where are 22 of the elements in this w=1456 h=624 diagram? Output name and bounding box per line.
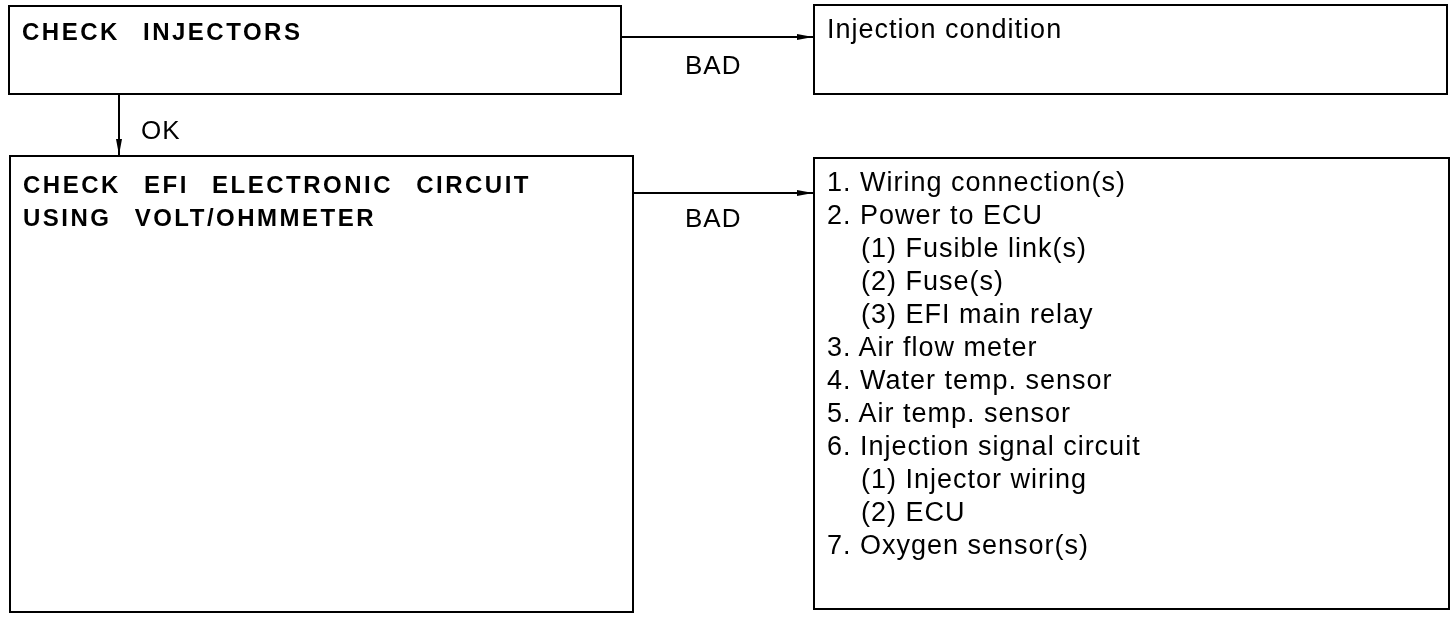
arrow bbox=[621, 34, 814, 40]
list-item: 7. Oxygen sensor(s) bbox=[827, 529, 1090, 562]
list-item: (3) EFI main relay bbox=[861, 298, 1094, 331]
process-box bbox=[9, 155, 634, 613]
list-item: 3. Air flow meter bbox=[827, 331, 1038, 364]
process-box bbox=[8, 5, 622, 95]
list-item: 5. Air temp. sensor bbox=[827, 397, 1072, 430]
process-box bbox=[813, 4, 1448, 95]
list-item: 6. Injection signal circuit bbox=[827, 430, 1141, 463]
process-box bbox=[813, 157, 1450, 610]
arrow bbox=[116, 94, 122, 156]
list-item: (1) Fusible link(s) bbox=[861, 232, 1088, 265]
list-item: (2) Fuse(s) bbox=[861, 265, 1004, 298]
arrow bbox=[633, 190, 814, 196]
heading-text: CHECK EFI ELECTRONIC CIRCUIT USING VOLT/OHMMETER bbox=[23, 170, 532, 233]
result-text: Injection condition bbox=[827, 13, 1063, 46]
list-item: 1. Wiring connection(s) bbox=[827, 166, 1127, 199]
list-item: (1) Injector wiring bbox=[861, 463, 1088, 496]
heading-text: CHECK INJECTORS bbox=[22, 17, 304, 47]
list-item: 2. Power to ECU bbox=[827, 199, 1044, 232]
list-item: 4. Water temp. sensor bbox=[827, 364, 1113, 397]
list-item: (2) ECU bbox=[861, 496, 966, 529]
